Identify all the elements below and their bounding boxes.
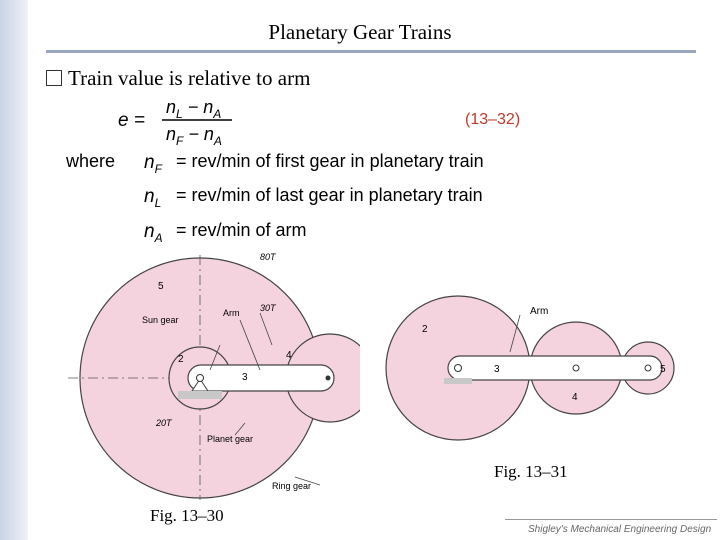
ground-hatch [444,378,472,384]
def-symbol-a: nA [144,221,163,245]
planet-gear-leader [234,422,246,436]
pivot-b [572,364,580,372]
label-5: 5 [158,281,164,292]
figure-13-31: Arm 2 3 4 5 [385,295,675,441]
label-80t: 80T [260,252,277,262]
label-2: 2 [178,354,184,365]
sun-pivot [196,374,204,382]
def-text-l: = rev/min of last gear in planetary trai… [176,185,483,205]
eq-numerator: nL − nA [166,97,221,121]
footer-text: Shigley's Mechanical Engineering Design [528,524,712,535]
label-2: 2 [422,324,428,335]
label-arm: Arm [530,306,548,317]
arm-leader [509,314,521,353]
label-sun-gear: Sun gear [142,315,179,325]
ring-gear-leader [294,476,321,486]
label-3: 3 [494,364,500,375]
label-3: 3 [242,372,248,383]
label-ring-gear: Ring gear [272,481,311,491]
where-label: where [65,151,115,171]
bullet-box-icon [46,70,62,86]
sun-gear-leader [209,344,221,371]
label-30t: 30T [260,303,277,313]
footer-divider [505,519,717,520]
label-5: 5 [660,364,666,375]
bullet-text: Train value is relative to arm [68,66,311,90]
label-20t: 20T [155,418,173,428]
def-symbol-l: nL [144,186,161,210]
arm-bar [447,355,663,381]
ground-hatch [178,391,222,399]
def-text-a: = rev/min of arm [176,220,307,240]
figure-13-30-caption: Fig. 13–30 [150,506,224,525]
slide-side-bar [0,0,28,540]
pivot-c [644,364,652,372]
planet-pivot [325,375,331,381]
arm-leader [239,319,261,371]
def-symbol-f: nF [144,152,163,176]
bullet-point: Train value is relative to arm [46,66,310,91]
label-4: 4 [572,392,578,403]
pivot-a [454,364,462,372]
def-text-f: = rev/min of first gear in planetary tra… [176,151,484,171]
arm-link [187,364,335,392]
t30-leader [259,312,273,346]
label-arm: Arm [223,308,240,318]
equation-block: e = nL − nA nF − nA (13–32) where nF = r… [65,97,520,245]
slide-title: Planetary Gear Trains [268,20,452,44]
label-planet-gear: Planet gear [207,434,253,444]
label-4: 4 [286,350,292,361]
figure-13-30: 80T 5 Sun gear Arm 30T 2 4 3 20T Planet … [68,252,360,500]
figure-13-31-caption: Fig. 13–31 [494,462,568,481]
eq-number: (13–32) [465,111,520,128]
eq-lhs: e = [118,110,145,131]
eq-denominator: nF − nA [166,124,222,148]
title-divider [46,50,696,53]
